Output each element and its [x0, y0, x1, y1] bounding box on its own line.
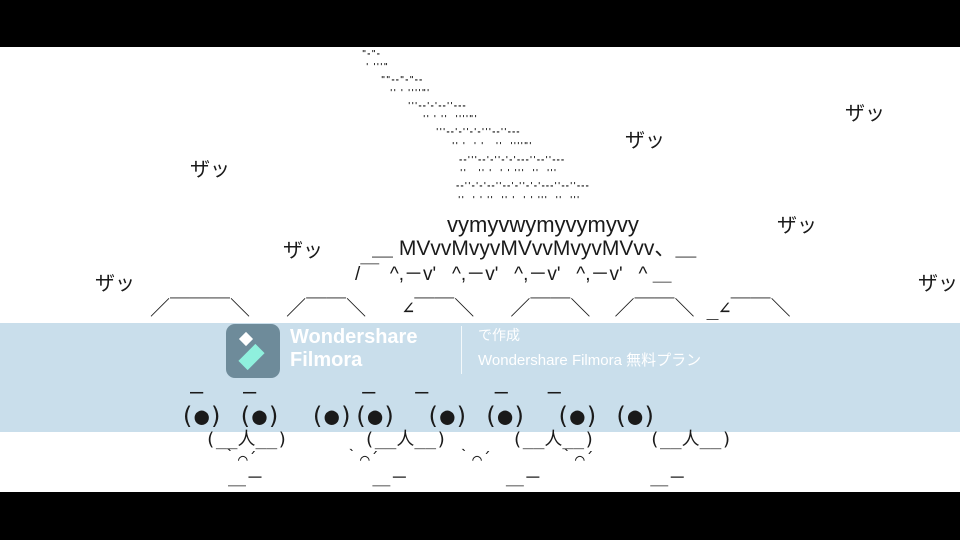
watermark-band [0, 323, 960, 432]
art-base: ＿－ ＿－ ＿－ ＿－ [228, 468, 687, 489]
watermark-brand: Filmora [290, 349, 363, 371]
art-heads: ／￣￣￣＼ ／￣￣＼ ∠￣￣＼ ／￣￣＼ ／￣￣＼ _∠￣￣＼ [150, 296, 791, 320]
watermark-made-with: で作成 [478, 327, 520, 343]
art-chin: ｀⌒´ ｀⌒´ ｀⌒´ ｀⌒´ [222, 449, 595, 468]
filmora-logo-icon [226, 324, 280, 378]
art-dots: '' ' '' ''''"' [423, 114, 478, 123]
art-dots: '' ' ''''"' [390, 88, 431, 97]
art-dots: '' '' ' ' ' ''' '' ''' [460, 168, 558, 177]
art-helmet: ＿ MVvvMvyvMVvvMvyvMVvv、＿ [372, 237, 697, 260]
art-dots: --'''--'-''-'-'---''--''--- [459, 155, 566, 164]
sfx-text: ザッ [625, 128, 665, 152]
sfx-text: ザッ [95, 271, 135, 295]
art-rim: /￣ ^,－v' ^,－v' ^,－v' ^,－v' ^ ＿ [355, 264, 672, 285]
art-dots: '''--'-'--''--- [408, 101, 467, 110]
art-horn: vymyvwymyvymyvy [447, 212, 639, 237]
sfx-text: ザッ [283, 238, 323, 262]
watermark-brand: Wondershare [290, 326, 418, 348]
art-dots: '' ' ' ' '' ''''"' [452, 141, 533, 150]
art-brows: — — — — — — [190, 380, 561, 405]
art-dots: '''--'-''-'-'''--''--- [436, 127, 521, 136]
sfx-text: ザッ [190, 157, 230, 181]
ascii-art: "-"- ' '''" ""--"-"-- '' ' ''''"' '''--'… [0, 47, 960, 492]
art-eyes: (●) (●) (●)(●) (●) (●) (●) (●) [180, 402, 657, 430]
watermark-plan: Wondershare Filmora 無料プラン [478, 352, 702, 369]
art-dots: ' '''" [366, 62, 389, 71]
art-dots: --''-'-'--''--'-''-'-'---''--''--- [456, 181, 590, 190]
art-dots: ""--"-"-- [381, 75, 424, 84]
art-dots: "-"- [362, 49, 381, 58]
watermark-divider [461, 326, 462, 374]
art-dots: '' ' ' '' '' ' ' ' ''' '' ''' [458, 195, 581, 204]
sfx-text: ザッ [777, 213, 817, 237]
sfx-text: ザッ [845, 101, 885, 125]
sfx-text: ザッ [918, 271, 958, 295]
art-mouth: (__人__) (__人__) (__人__) (__人__) [205, 429, 733, 450]
